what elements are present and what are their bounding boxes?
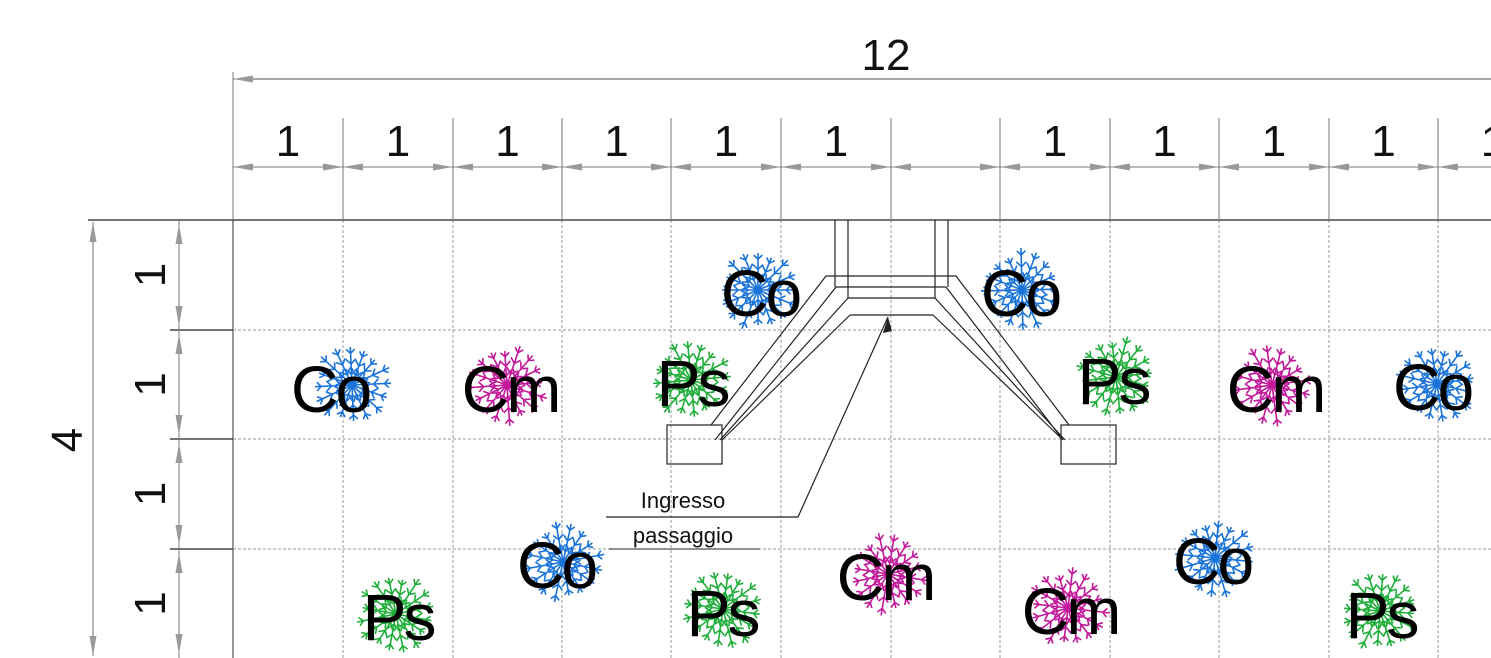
column-dimension-label: 1 [714, 117, 738, 166]
entrance-structure [666, 220, 1117, 465]
plant-code-label: Ps [1345, 578, 1417, 652]
shrub-icon [314, 346, 392, 422]
row-tick-lines [170, 329, 233, 550]
column-dimension-label: 1 [1262, 117, 1286, 166]
shrub-icon [1076, 336, 1152, 416]
callout-leader [606, 316, 889, 518]
plant-code-label: Co [721, 256, 800, 330]
plant-symbol: Ps [653, 341, 732, 420]
plant-code-label: Cm [462, 352, 559, 426]
column-dimension-label: 1 [276, 117, 300, 166]
plant-code-label: Cm [1022, 574, 1119, 648]
row-dimension-label: 1 [126, 263, 175, 287]
plant-symbol: Ps [683, 572, 762, 650]
column-dimension-label: 1 [824, 117, 848, 166]
shrub-icon [852, 532, 929, 616]
shrub-icon [1233, 345, 1313, 427]
callout-arrowhead [883, 317, 892, 333]
column-dimension-label: 1 [386, 117, 410, 166]
planting-grid [232, 220, 1491, 658]
shrub-icon [356, 577, 434, 653]
plant-symbol: Ps [356, 577, 438, 654]
plant-symbol: Co [721, 253, 802, 330]
column-dimension-label: 1 [1481, 117, 1491, 166]
plant-code-label: Co [291, 352, 370, 426]
plant-symbol: Ps [1076, 336, 1153, 418]
shrub-icon [1395, 348, 1474, 422]
row-dimension-label: 1 [126, 482, 175, 506]
left-dimension: 4 1 1 1 1 [43, 220, 183, 658]
plant-symbol: Co [1173, 521, 1254, 598]
plant-code-label: Cm [1227, 352, 1324, 426]
plant-code-label: Co [1173, 524, 1252, 598]
entrance-callout: Ingresso passaggio [606, 316, 892, 550]
shrub-icon [1031, 567, 1110, 645]
column-dimension-label: 1 [1371, 117, 1395, 166]
shrub-icon [523, 521, 605, 603]
plant-code-label: Cm [837, 540, 934, 614]
plant-code-label: Ps [656, 346, 728, 420]
plant-symbol: Cm [1227, 345, 1326, 427]
shrub-icon [653, 341, 731, 417]
plant-code-label: Ps [1077, 344, 1149, 418]
column-dimension-label: 1 [495, 117, 519, 166]
callout-line-1: Ingresso [641, 488, 725, 513]
plant-symbol: Co [291, 346, 392, 426]
plant-symbol: Co [980, 247, 1062, 331]
shrub-icon [722, 253, 797, 330]
shrub-icon [1174, 521, 1254, 598]
total-width-label: 12 [862, 31, 911, 80]
plant-symbol: Cm [462, 345, 561, 426]
row-dimensions: 1 1 1 1 [126, 224, 183, 654]
callout-line-2: passaggio [633, 523, 733, 548]
plant-symbol: Cm [837, 532, 936, 616]
column-dimension-label: 1 [1152, 117, 1176, 166]
plant-code-label: Ps [362, 580, 434, 654]
shrub-icon [1343, 573, 1417, 649]
plant-code-label: Co [517, 528, 596, 602]
total-height-label: 4 [43, 428, 92, 452]
top-dimension: 12 1 1 1 1 1 1 1 1 1 1 1 [232, 31, 1491, 220]
plant-code-label: Ps [686, 576, 758, 650]
shrub-icon [980, 247, 1057, 331]
column-dimensions: 1 1 1 1 1 1 1 1 1 1 1 [232, 117, 1491, 220]
plant-symbol: Co [517, 521, 605, 603]
shrub-icon [683, 572, 761, 648]
shrub-icon [465, 345, 548, 426]
plant-symbol: Ps [1343, 573, 1421, 652]
row-dimension-label: 1 [126, 372, 175, 396]
plant-symbol: Co [1393, 348, 1474, 424]
row-dimension-label: 1 [126, 591, 175, 615]
plant-code-label: Co [1393, 350, 1472, 424]
plant-code-label: Co [981, 256, 1060, 330]
plant-symbol: Cm [1022, 567, 1121, 648]
column-dimension-label: 1 [604, 117, 628, 166]
column-dimension-label: 1 [1043, 117, 1067, 166]
